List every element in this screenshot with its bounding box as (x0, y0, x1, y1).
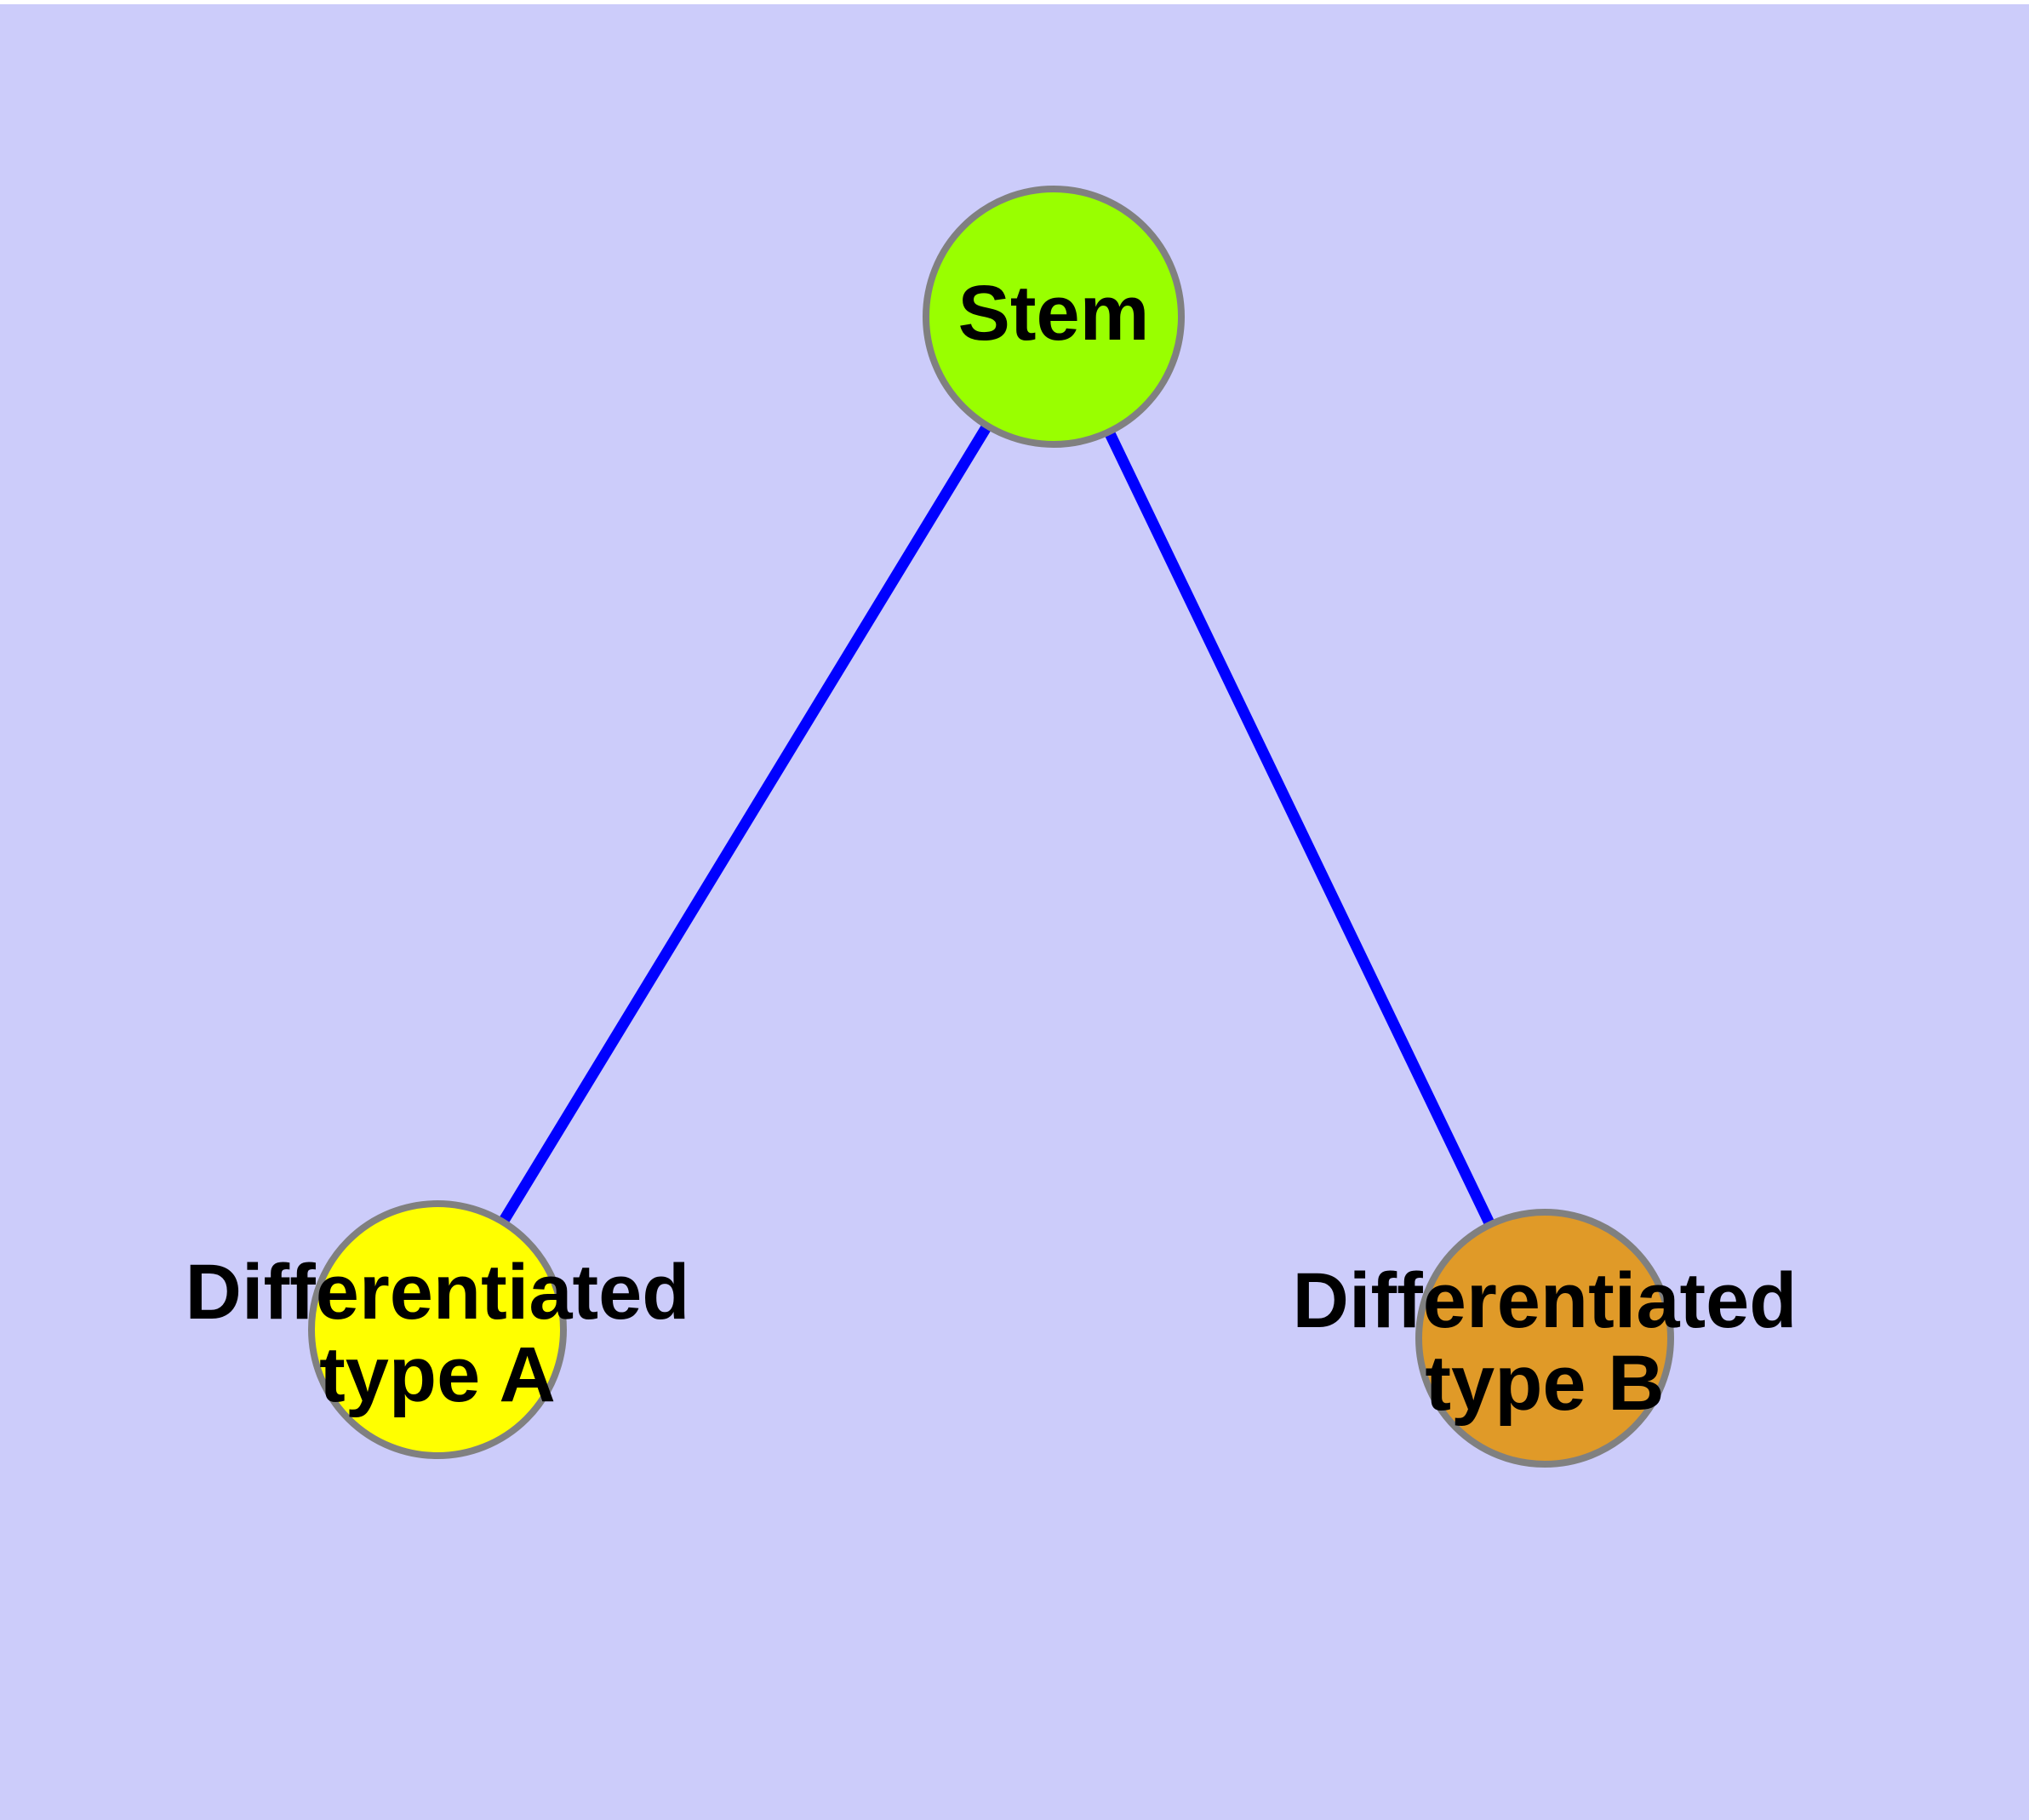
node-diff-a-circle[interactable] (308, 1200, 567, 1459)
node-diff-b-circle[interactable] (1415, 1209, 1674, 1468)
edge-stem-to-diff-a (432, 313, 1059, 1333)
edge-layer (432, 313, 1550, 1341)
edge-stem-to-diff-b (1049, 314, 1550, 1341)
canvas-top-border (0, 0, 2029, 4)
node-layer (308, 186, 1674, 1468)
node-stem-circle[interactable] (923, 186, 1185, 448)
